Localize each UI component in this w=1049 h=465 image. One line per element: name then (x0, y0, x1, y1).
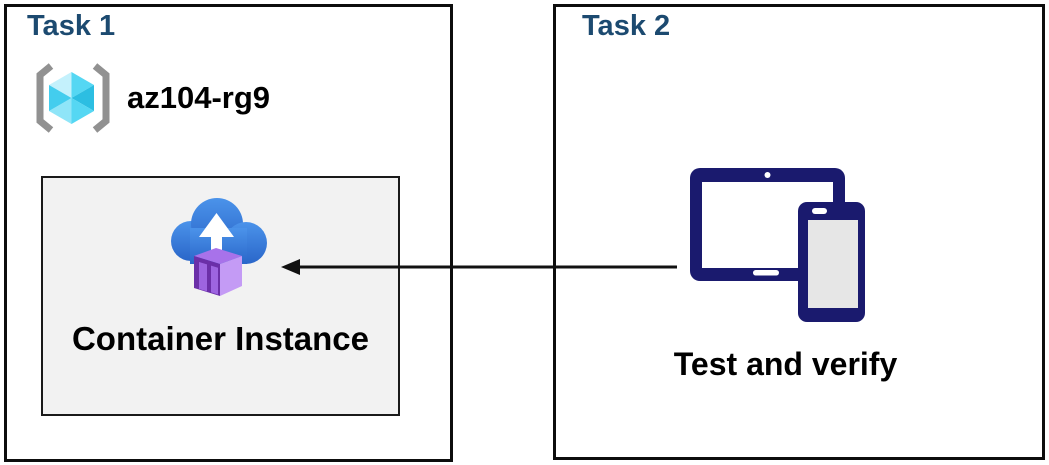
bracket-right (92, 63, 110, 133)
container-instance-label: Container Instance (71, 320, 370, 357)
phone-icon (798, 202, 865, 322)
resource-group-icon (36, 63, 110, 133)
container-instance-icon (171, 198, 267, 296)
cube-glyph (49, 72, 94, 124)
upload-arrow-icon (199, 213, 234, 258)
task1-title: Task 1 (27, 10, 116, 42)
container-box-icon (194, 248, 242, 296)
devices-icon (690, 168, 865, 322)
test-and-verify-label: Test and verify (673, 346, 898, 382)
bracket-left (36, 63, 54, 133)
task2-title: Task 2 (582, 10, 671, 42)
resource-group-name: az104-rg9 (127, 80, 271, 115)
